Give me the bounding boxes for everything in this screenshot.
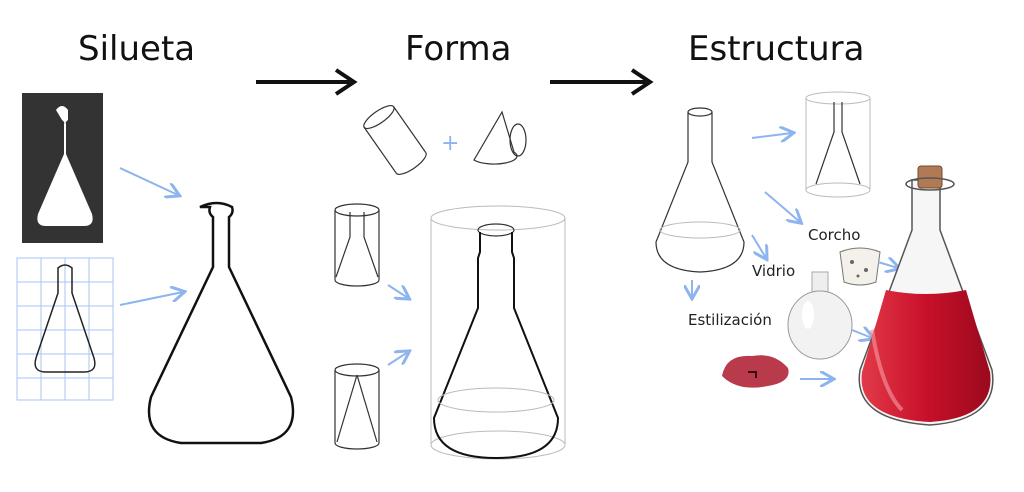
blue-arrow (851, 330, 872, 338)
flask-in-cylinder-sketch (805, 91, 871, 198)
blue-arrow (119, 292, 183, 306)
stage-arrow-2 (550, 68, 654, 96)
flask-structure-sketch (655, 107, 745, 273)
label-corcho: Corcho (808, 226, 860, 244)
label-vidrio: Vidrio (752, 262, 795, 280)
liquid-blob-study (722, 355, 789, 388)
stage-arrow-1 (256, 68, 358, 96)
flask-outline (147, 201, 295, 445)
blue-arrow (751, 133, 792, 138)
cylinder-neck-study (334, 203, 380, 287)
final-red-flask (858, 165, 994, 426)
blue-arrow (877, 262, 898, 268)
plus-sign: + (441, 131, 459, 156)
blue-arrow (119, 167, 178, 195)
blue-arrow (764, 191, 800, 222)
cylinder-cone-study (334, 363, 380, 450)
blue-arrow (751, 234, 766, 258)
title-silueta: Silueta (78, 29, 195, 69)
title-estructura: Estructura (688, 29, 864, 69)
blue-arrow (387, 284, 408, 298)
cork-piece (839, 247, 881, 286)
cylinder-primitive (363, 105, 427, 175)
title-forma: Forma (405, 29, 511, 69)
label-estilizacion: Estilización (688, 311, 772, 329)
silhouette-thumbnail (22, 93, 103, 243)
cone-primitive (473, 110, 527, 165)
glass-bottle-study (787, 271, 853, 360)
silhouette-grid (16, 257, 114, 401)
blue-arrow (387, 352, 408, 366)
construction-cylinder-with-flask (430, 205, 566, 460)
